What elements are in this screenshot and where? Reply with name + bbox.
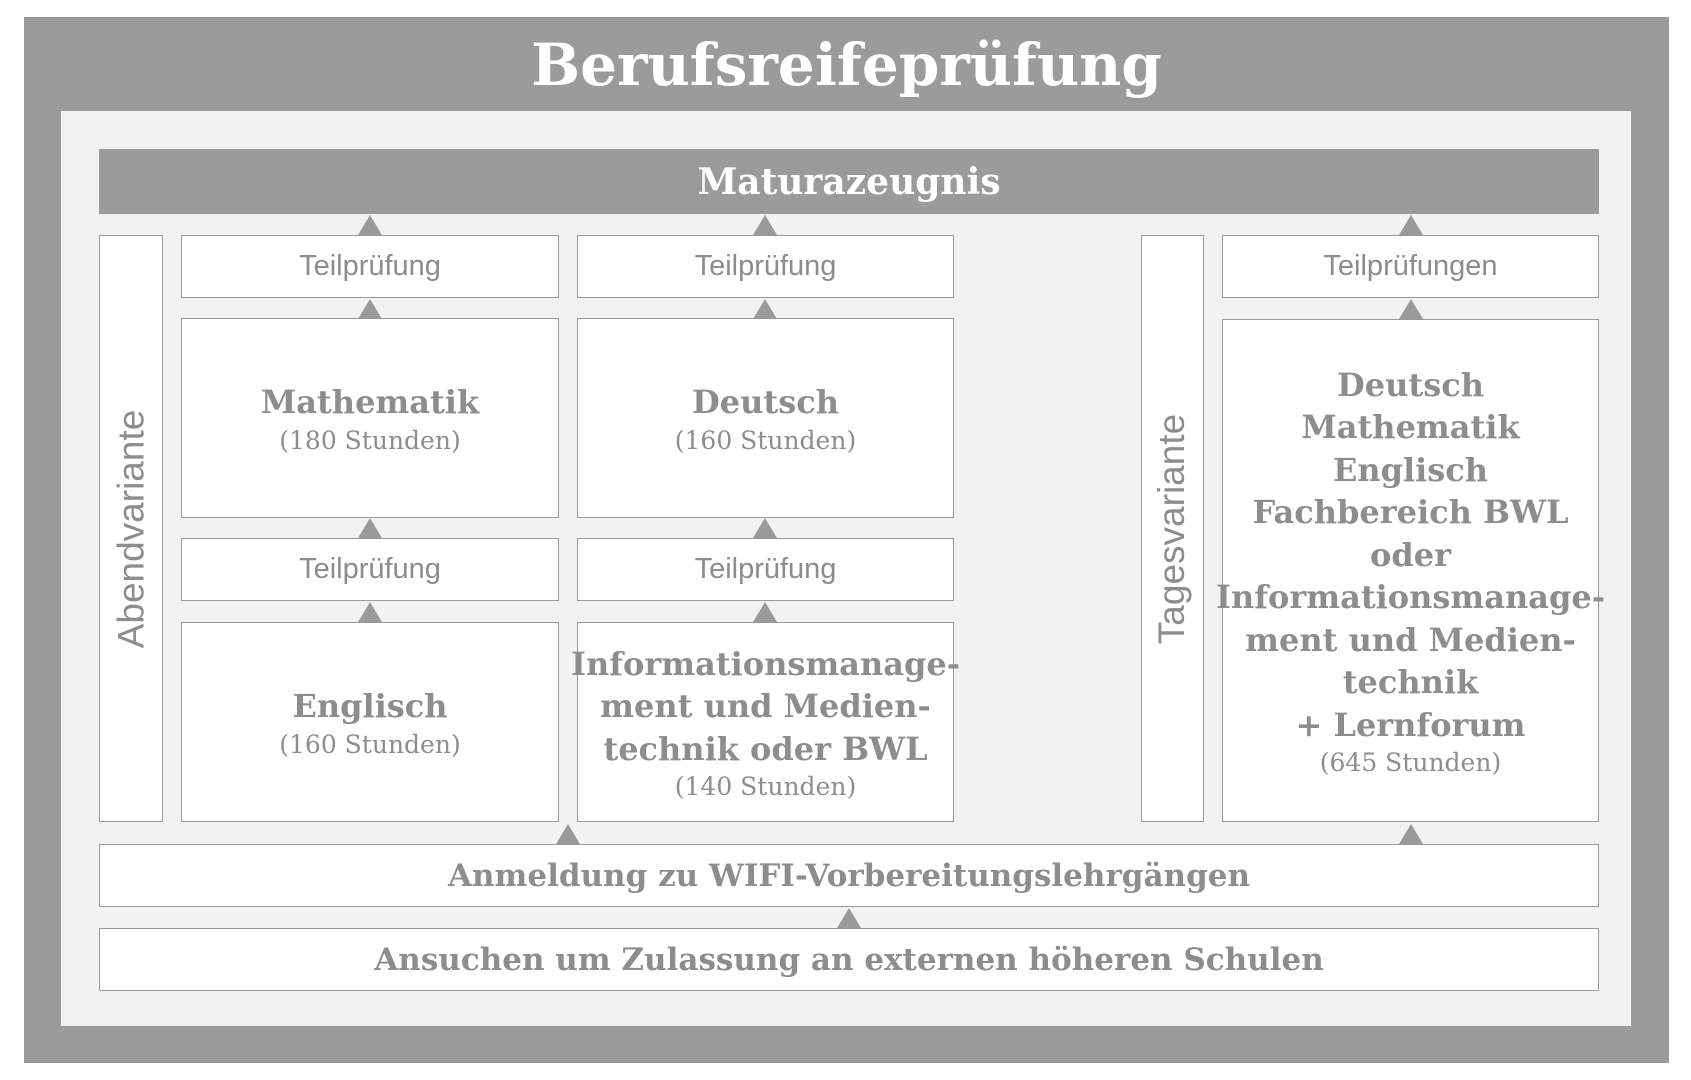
mathematik-box: Mathematik (180 Stunden) bbox=[181, 318, 559, 518]
hours-deutsch: (160 Stunden) bbox=[674, 425, 857, 455]
arrow-up-icon bbox=[837, 908, 861, 928]
subject-line: Informationsmanage- bbox=[1216, 578, 1605, 617]
subject-mathematik: Mathematik bbox=[260, 383, 480, 422]
hours-informationsmanagement: (140 Stunden) bbox=[674, 772, 857, 802]
tagesvariante-label-box: Tagesvariante bbox=[1141, 235, 1204, 822]
tages-tp: Teilprüfungen bbox=[1222, 235, 1599, 298]
maturazeugnis-bar: Maturazeugnis bbox=[99, 149, 1599, 214]
subject-line: Mathematik bbox=[1301, 408, 1520, 447]
tp-label: Teilprüfung bbox=[694, 553, 837, 585]
diagram-title: Berufsreifeprüfung bbox=[531, 30, 1162, 99]
deutsch-box: Deutsch (160 Stunden) bbox=[577, 318, 954, 518]
arrow-up-icon bbox=[753, 602, 777, 622]
abendvariante-label-box: Abendvariante bbox=[99, 235, 163, 822]
arrow-up-icon bbox=[358, 602, 382, 622]
col2-tp-mid: Teilprüfung bbox=[577, 538, 954, 601]
tp-label: Teilprüfung bbox=[694, 250, 837, 282]
subject-deutsch: Deutsch bbox=[692, 383, 839, 422]
hours-mathematik: (180 Stunden) bbox=[279, 425, 461, 455]
tp-label: Teilprüfungen bbox=[1323, 250, 1498, 282]
col1-tp-mid: Teilprüfung bbox=[181, 538, 559, 601]
subject-line: technik oder BWL bbox=[603, 729, 928, 768]
anmeldung-label: Anmeldung zu WIFI-Vorbereitungslehrgänge… bbox=[447, 857, 1251, 894]
subject-line: ment und Medien- bbox=[1245, 620, 1576, 659]
ansuchen-label: Ansuchen um Zulassung an externen höhere… bbox=[374, 941, 1324, 978]
arrow-up-icon bbox=[753, 518, 777, 538]
subject-line: + Lernforum bbox=[1295, 705, 1526, 744]
subject-line: Fachbereich BWL bbox=[1252, 493, 1569, 532]
subject-line: Deutsch bbox=[1337, 365, 1484, 404]
arrow-up-icon bbox=[556, 824, 580, 844]
col1-tp-top: Teilprüfung bbox=[181, 235, 559, 298]
tp-label: Teilprüfung bbox=[299, 250, 441, 282]
subject-line: Englisch bbox=[1332, 450, 1489, 489]
tagesvariante-label: Tagesvariante bbox=[1151, 413, 1193, 644]
arrow-up-icon bbox=[358, 518, 382, 538]
arrow-up-icon bbox=[753, 299, 777, 319]
hours-englisch: (160 Stunden) bbox=[279, 729, 461, 759]
subject-line: technik bbox=[1342, 663, 1479, 702]
arrow-up-icon bbox=[1399, 299, 1423, 319]
arrow-up-icon bbox=[1399, 215, 1423, 235]
informationsmanagement-box: Informationsmanage- ment und Medien- tec… bbox=[571, 622, 960, 822]
englisch-box: Englisch (160 Stunden) bbox=[181, 622, 559, 822]
abendvariante-label: Abendvariante bbox=[110, 409, 151, 648]
tp-label: Teilprüfung bbox=[299, 553, 441, 585]
ansuchen-box: Ansuchen um Zulassung an externen höhere… bbox=[99, 928, 1599, 991]
arrow-up-icon bbox=[358, 299, 382, 319]
anmeldung-box: Anmeldung zu WIFI-Vorbereitungslehrgänge… bbox=[99, 844, 1599, 907]
arrow-up-icon bbox=[358, 215, 382, 235]
subject-line: Informationsmanage- bbox=[571, 644, 960, 683]
arrow-up-icon bbox=[753, 215, 777, 235]
subject-englisch: Englisch bbox=[292, 687, 448, 726]
tages-subjects-box: Deutsch Mathematik Englisch Fachbereich … bbox=[1216, 319, 1605, 822]
subject-line: ment und Medien- bbox=[600, 687, 931, 726]
hours-tages: (645 Stunden) bbox=[1319, 748, 1502, 778]
subject-line: oder bbox=[1370, 535, 1451, 574]
arrow-up-icon bbox=[1399, 824, 1423, 844]
col2-tp-top: Teilprüfung bbox=[577, 235, 954, 298]
